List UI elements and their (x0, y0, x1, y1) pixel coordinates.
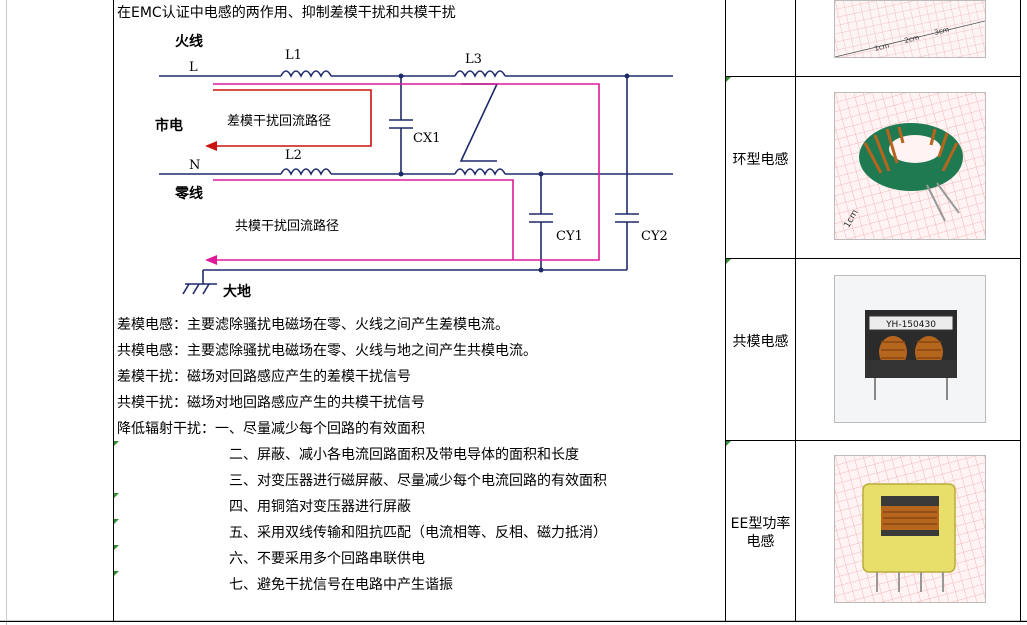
L2-label: L2 (285, 148, 302, 163)
sheet-gridline (6, 0, 7, 625)
toroid-inductor-photo: 1cm (834, 92, 986, 240)
description-line: 降低辐射干扰：一、尽量减少每个回路的有效面积 (117, 421, 425, 437)
ruler-mark: 2cm (904, 33, 921, 44)
cell-comment-marker (114, 545, 119, 550)
CY1-label: CY1 (556, 229, 583, 244)
section-title: 在EMC认证中电感的两作用、抑制差模干扰和共模干扰 (117, 5, 456, 21)
CX1-label: CX1 (413, 131, 440, 146)
L3-label: L3 (465, 52, 482, 67)
diff-path-label: 差模干扰回流路径 (227, 113, 331, 129)
description-line: 差模电感：主要滤除骚扰电磁场在零、火线之间产生差模电流。 (117, 317, 509, 333)
live-label: 火线 (175, 33, 203, 50)
description-line: 差模干扰：磁场对回路感应产生的差模干扰信号 (117, 369, 411, 385)
cell-comment-marker (114, 441, 119, 446)
product-label-ee-text: EE型功率电感 (726, 515, 795, 551)
L1-label: L1 (285, 48, 302, 63)
mains-label: 市电 (155, 117, 183, 134)
product-label-ee-line: EE型功率 (730, 516, 791, 532)
cell-comment-marker (726, 77, 731, 82)
product-label-ee: EE型功率电感 (726, 515, 795, 551)
row-divider (725, 440, 1021, 441)
L-label: L (189, 60, 198, 75)
cell-comment-marker (114, 571, 119, 576)
measure-item: 六、不要采用多个回路串联供电 (229, 551, 425, 567)
choke-marking: YH-150430 (885, 320, 936, 330)
ruler-mark: 3cm (934, 25, 951, 36)
row-divider (725, 76, 1021, 77)
common-path-label: 共模干扰回流路径 (235, 218, 339, 234)
table-border-bottom (0, 621, 1027, 622)
N-label: N (189, 158, 200, 173)
row-divider (725, 258, 1021, 259)
ruler-mark: 1cm (874, 41, 891, 52)
ruler-photo-partial: 1cm 2cm 3cm (834, 0, 986, 58)
table-border-right (795, 0, 796, 622)
measure-item: 三、对变压器进行磁屏蔽、尽量减少每个电流回路的有效面积 (229, 473, 607, 489)
emc-filter-circuit-diagram: 火线 L 市电 N 零线 L1 L2 L3 CX1 CY1 CY2 差模干扰回流… (155, 33, 673, 300)
neutral-label: 零线 (174, 185, 203, 202)
CY2-label: CY2 (641, 229, 668, 244)
cell-comment-marker (726, 441, 731, 446)
cell-comment-marker (114, 519, 119, 524)
product-label-ee-line: 电感 (746, 534, 775, 550)
cell-comment-marker (726, 259, 731, 264)
ee-power-inductor-photo (834, 455, 986, 603)
table-border-left (113, 0, 114, 622)
table-border-mid (725, 0, 726, 622)
table-border-far-right (1020, 0, 1021, 622)
ground-label: 大地 (223, 283, 251, 300)
description-line: 共模干扰：磁场对地回路感应产生的共模干扰信号 (117, 395, 425, 411)
cell-comment-marker (114, 493, 119, 498)
measure-item: 四、用铜箔对变压器进行屏蔽 (229, 499, 411, 515)
sheet-gridline (0, 620, 1027, 621)
common-mode-choke-photo: YH-150430 (834, 275, 986, 423)
measure-item: 七、避免干扰信号在电路中产生谐振 (229, 577, 453, 593)
measure-item: 五、采用双线传输和阻抗匹配（电流相等、反相、磁力抵消） (229, 525, 607, 541)
measure-item: 二、屏蔽、减小各电流回路面积及带电导体的面积和长度 (229, 447, 579, 463)
product-label-common-mode: 共模电感 (732, 334, 789, 350)
product-label-toroid: 环型电感 (732, 152, 789, 168)
description-line: 共模电感：主要滤除骚扰电磁场在零、火线与地之间产生共模电流。 (117, 343, 537, 359)
